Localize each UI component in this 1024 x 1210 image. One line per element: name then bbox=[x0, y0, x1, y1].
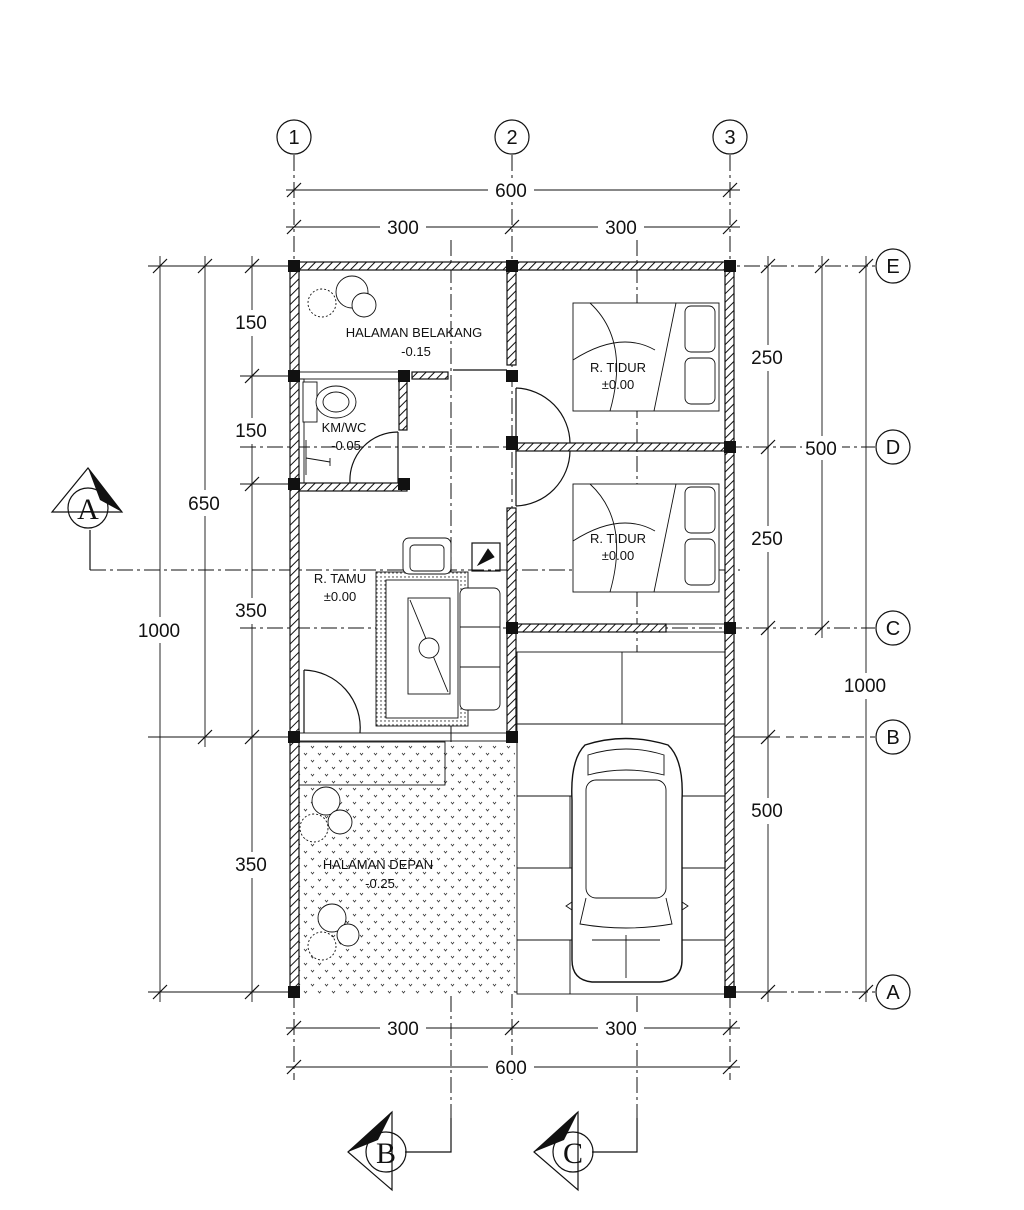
front-yard-pattern bbox=[299, 742, 515, 994]
backyard-name: HALAMAN BELAKANG bbox=[346, 325, 483, 340]
dim-left-mid: 650 bbox=[188, 494, 220, 515]
grid-bubble-b: B bbox=[875, 719, 911, 755]
dimension-labels: 600 300 300 300 300 600 1000 650 150 150… bbox=[136, 178, 888, 1079]
dim-left-seg3: 350 bbox=[235, 601, 267, 622]
plant-icon bbox=[307, 903, 360, 961]
bedroom2-level: ±0.00 bbox=[602, 548, 634, 563]
car-icon bbox=[565, 737, 689, 983]
section-marker-c: C bbox=[533, 1110, 638, 1192]
dim-top-left: 300 bbox=[387, 218, 419, 239]
dim-right-bottom: 500 bbox=[751, 801, 783, 822]
grid-bubble-d: D bbox=[875, 429, 911, 465]
bedroom1-name: R. TIDUR bbox=[590, 360, 646, 375]
bath-name: KM/WC bbox=[322, 420, 367, 435]
section-marker-b: B bbox=[347, 1110, 452, 1192]
grid-bubble-1: 1 bbox=[276, 119, 312, 155]
svg-text:B: B bbox=[376, 1137, 396, 1170]
plant-icon bbox=[307, 275, 377, 318]
frontyard-name: HALAMAN DEPAN bbox=[323, 857, 433, 872]
dim-right-seg-mid: 250 bbox=[751, 529, 783, 550]
dim-top-total: 600 bbox=[495, 181, 527, 202]
svg-text:1: 1 bbox=[288, 127, 299, 149]
grid-bubble-e: E bbox=[875, 248, 911, 284]
dim-left-seg4: 350 bbox=[235, 855, 267, 876]
svg-text:3: 3 bbox=[724, 127, 735, 149]
dim-right-total: 1000 bbox=[844, 676, 886, 697]
section-marker-a: A bbox=[50, 467, 124, 529]
dim-top-right: 300 bbox=[605, 218, 637, 239]
svg-text:E: E bbox=[886, 256, 899, 278]
doors bbox=[303, 369, 571, 734]
bath-level: -0.05 bbox=[331, 438, 361, 453]
dim-bottom-total: 600 bbox=[495, 1058, 527, 1079]
dim-bottom-right: 300 bbox=[605, 1019, 637, 1040]
structural-columns bbox=[288, 260, 736, 998]
frontyard-level: -0.25 bbox=[365, 876, 395, 891]
svg-text:C: C bbox=[886, 618, 900, 640]
bedroom1-level: ±0.00 bbox=[602, 377, 634, 392]
svg-text:B: B bbox=[886, 727, 899, 749]
living-level: ±0.00 bbox=[324, 589, 356, 604]
bed-icon bbox=[572, 483, 720, 593]
toilet-icon bbox=[302, 381, 357, 475]
dim-left-seg1: 150 bbox=[235, 313, 267, 334]
svg-text:A: A bbox=[886, 982, 900, 1004]
bed-icon bbox=[572, 302, 720, 412]
svg-text:A: A bbox=[77, 493, 99, 526]
dim-left-seg2: 150 bbox=[235, 421, 267, 442]
svg-text:2: 2 bbox=[506, 127, 517, 149]
bedroom2-name: R. TIDUR bbox=[590, 531, 646, 546]
backyard-level: -0.15 bbox=[401, 344, 431, 359]
svg-text:D: D bbox=[886, 437, 900, 459]
dim-right-seg-top: 250 bbox=[751, 348, 783, 369]
sofa-icon bbox=[375, 537, 501, 727]
dim-left-total: 1000 bbox=[138, 621, 180, 642]
grid-bubble-c: C bbox=[875, 610, 911, 646]
living-name: R. TAMU bbox=[314, 571, 366, 586]
svg-text:C: C bbox=[563, 1137, 583, 1170]
dim-right-d-to-c: 500 bbox=[805, 439, 837, 460]
grid-bubble-3: 3 bbox=[712, 119, 748, 155]
room-labels: HALAMAN BELAKANG -0.15 KM/WC -0.05 R. TI… bbox=[314, 325, 646, 891]
grid-bubble-a: A bbox=[875, 974, 911, 1010]
plant-icon bbox=[299, 786, 353, 843]
grid-bubble-2: 2 bbox=[494, 119, 530, 155]
dim-bottom-left: 300 bbox=[387, 1019, 419, 1040]
